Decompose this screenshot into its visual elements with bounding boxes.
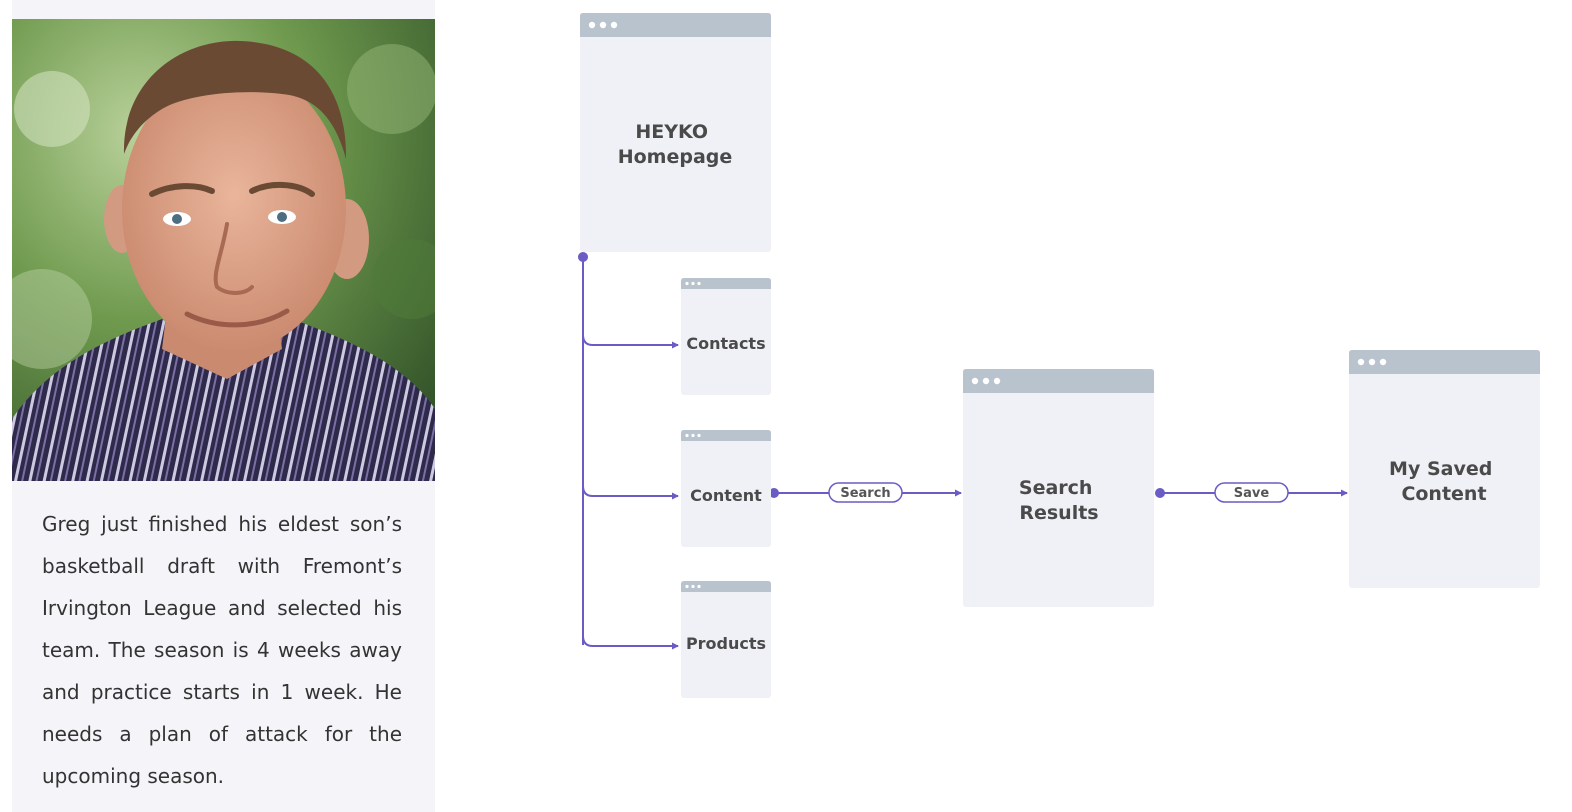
search-action-pill: Search xyxy=(828,482,903,503)
persona-photo xyxy=(12,19,435,481)
search-results-title-line-2: Results xyxy=(1019,502,1098,524)
saved-content-title-line-1: My Saved xyxy=(1389,458,1492,480)
homepage-title-line-1: HEYKO xyxy=(635,121,708,143)
contacts-title: Contacts xyxy=(686,334,765,353)
svg-text:Contacts: Contacts xyxy=(686,334,765,353)
persona-bio: Greg just finished his eldest son’s bask… xyxy=(42,512,402,788)
save-action-pill: Save xyxy=(1214,482,1289,503)
connector-to-contacts xyxy=(582,320,679,349)
search-results-title-line-1: Search xyxy=(1019,477,1093,499)
connector-to-content xyxy=(582,480,679,500)
homepage-title-line-2: Homepage xyxy=(618,146,733,168)
products-title: Products xyxy=(686,634,766,653)
svg-text:Products: Products xyxy=(686,634,766,653)
svg-text:Search Results: Search Results xyxy=(1019,477,1099,524)
connector-to-products xyxy=(582,630,679,650)
saved-content-window: My Saved Content xyxy=(1349,350,1540,588)
contacts-window: Contacts xyxy=(681,278,771,395)
connector-home-dot xyxy=(578,252,588,262)
products-window: Products xyxy=(681,581,771,698)
svg-text:HEYKO Homepage: HEYKO Homepage xyxy=(618,121,733,168)
homepage-window: HEYKO Homepage xyxy=(580,13,771,252)
search-results-window: Search Results xyxy=(963,369,1154,607)
content-title: Content xyxy=(690,486,762,505)
saved-content-title-line-2: Content xyxy=(1401,483,1486,505)
svg-text:Content: Content xyxy=(690,486,762,505)
search-action-label: Search xyxy=(840,486,890,501)
content-window: Content xyxy=(681,430,771,547)
svg-text:My Saved Content: My Saved Content xyxy=(1389,458,1499,505)
save-action-label: Save xyxy=(1234,486,1270,501)
